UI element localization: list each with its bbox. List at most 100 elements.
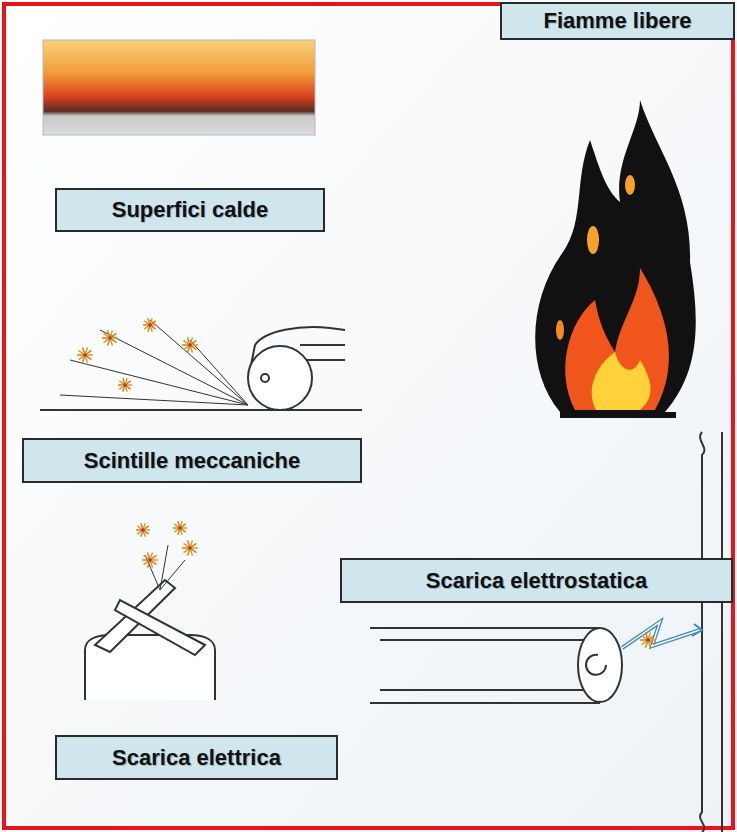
spark-core [646,638,650,642]
spark-ray [192,549,197,553]
spark-core [83,353,87,357]
spark-ray [126,387,128,392]
spark-ray [144,523,146,528]
belt-roller [370,432,722,832]
spark-ray [152,326,156,329]
spark-ray [77,354,83,356]
spark-ray [181,521,183,526]
label-box: Superfici calde [55,188,325,232]
spark-core [148,323,152,327]
spark-ray [184,549,189,553]
spark-ray [191,337,193,343]
spark-ray [192,543,197,547]
spark-ray [152,555,157,559]
spark-ray [182,524,186,527]
spark-ray [152,559,158,561]
label-box: Scarica elettrostatica [340,558,733,603]
spark-ray [191,347,193,353]
spark-ray [145,529,150,531]
spark-ray [151,327,153,332]
spark-ray [127,384,132,386]
spark-ray [151,552,153,558]
label-text: Scintille meccaniche [84,448,300,474]
spark-ray [141,532,143,537]
spark-ray [646,632,648,638]
spark-ray [86,347,88,353]
label-box: Fiamme libere [500,2,735,40]
spark-ray [119,381,123,384]
spark-ray [151,318,153,323]
spark-core [123,383,127,387]
spark-ray [148,327,150,332]
spark-ray [79,350,84,354]
spark-ray [188,550,190,556]
spark-ray [112,333,117,337]
spark-ray [104,339,109,343]
spark-ray [127,386,131,389]
spark-ray [151,562,153,568]
spark-ray [191,550,193,556]
spark-ray [86,357,88,363]
spark-ray [192,547,198,549]
spark-ray [192,340,197,344]
spark-ray [184,543,189,547]
spark-ray [112,337,118,339]
spark-ray [83,357,85,363]
spark-core [148,558,152,562]
spark-ray [87,356,92,360]
spark-ray [137,526,141,529]
spark-ray [108,330,110,336]
spark-ray [145,531,149,534]
spark-ray [144,532,146,537]
spark-ray [83,347,85,353]
spark-ray [137,531,141,534]
spark-ray [127,381,131,384]
spark-core [188,343,192,347]
spark-ray [181,530,183,535]
spark-ray [191,540,193,546]
spark-ray [111,340,113,346]
hot-surface [43,40,315,135]
grinder [40,320,362,410]
spark-ray [112,339,117,343]
spark-ray [104,333,109,337]
label-box: Scarica elettrica [55,735,338,780]
spark-ray [148,552,150,558]
spark-ray [152,324,157,326]
spark-ray [144,326,148,329]
spark-ray [152,561,157,565]
spark-ray [182,529,186,532]
spark-ray [178,530,180,535]
spark-core [178,526,182,530]
label-box: Scintille meccaniche [22,438,362,483]
spark-ray [646,642,648,648]
spark-ray [118,384,123,386]
flame [535,100,696,418]
spark-ray [184,346,189,350]
spark-ray [102,337,108,339]
spark-ray [141,523,143,528]
spark-ray [144,555,149,559]
spark-ray [182,344,188,346]
spark-ray [111,330,113,336]
spark-ray [136,529,141,531]
spark-ray [174,524,178,527]
spark-ray [145,526,149,529]
spark-core [141,528,145,532]
spark-ray [108,340,110,346]
spark-ray [119,386,123,389]
label-text: Fiamme libere [544,8,692,34]
spark-ray [87,354,93,356]
spark-ray [143,324,148,326]
spark-ray [188,540,190,546]
spark-ray [123,387,125,392]
spark-ray [649,642,651,648]
spark-ray [650,641,655,645]
spark-ray [640,639,646,641]
spark-ray [79,356,84,360]
spark-ray [192,346,197,350]
spark-ray [650,639,656,641]
label-text: Superfici calde [112,197,269,223]
spark-ray [126,378,128,383]
